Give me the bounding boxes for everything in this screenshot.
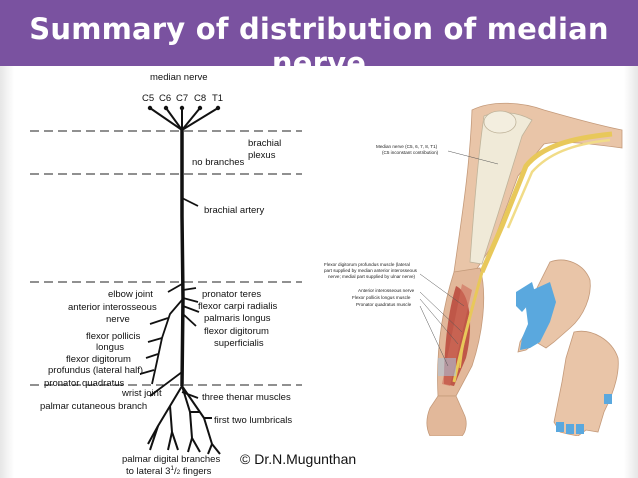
branch-brachial-artery <box>181 197 199 207</box>
label-brachial: brachial <box>248 138 281 149</box>
pointer-lines <box>419 150 499 367</box>
label-no-branches: no branches <box>192 157 245 168</box>
label-median-nerve-r1: Median nerve (C5, 6, 7, 8, T1) <box>376 144 438 149</box>
title-bar: Summary of distribution of median nerve <box>0 0 638 80</box>
thumb-sensory-palm <box>516 282 536 312</box>
label-palmaris-longus: palmaris longus <box>204 313 271 324</box>
label-palmar-digital-2e: fingers <box>180 466 211 476</box>
root-label: median nerve <box>150 72 208 83</box>
brachial-plexus-cords <box>506 138 611 229</box>
dorsal-view-hand <box>553 330 619 436</box>
label-ain-r: Anterior interosseous nerve <box>358 288 415 293</box>
label-fdp-r2: part supplied by median anterior interos… <box>324 268 418 273</box>
palmar-digital-branches <box>147 385 221 455</box>
left-edge-shadow <box>0 66 14 478</box>
label-wrist-joint: wrist joint <box>121 388 162 399</box>
root-c6: C6 <box>159 93 171 104</box>
label-fpl-r: Flexor pollicis longus muscle <box>352 295 411 300</box>
label-brachial-artery: brachial artery <box>204 205 264 216</box>
dorsal-skin <box>553 330 619 436</box>
thumb-tip-sensory <box>604 394 612 404</box>
label-fds-1: flexor digitorum <box>204 326 269 337</box>
label-pq-r: Pronator quadratus muscle <box>356 302 412 307</box>
root-c7: C7 <box>176 93 188 104</box>
label-fpl-1: flexor pollicis <box>86 331 141 342</box>
label-median-nerve-r2: (C5 inconstant contribution) <box>382 150 439 155</box>
label-palmar-cutaneous: palmar cutaneous branch <box>40 401 147 412</box>
label-elbow-joint: elbow joint <box>108 289 153 300</box>
anterior-interosseous-branch <box>139 299 183 385</box>
pronator-quadratus-area <box>438 358 456 376</box>
forearm-branches-right <box>182 287 200 327</box>
median-nerve-trunk <box>180 130 185 387</box>
root-c8: C8 <box>194 93 206 104</box>
fingertip-sensory-3 <box>576 424 584 434</box>
fingertip-sensory-2 <box>566 424 574 434</box>
label-fpl-2: longus <box>96 342 124 353</box>
root-t1: T1 <box>212 93 223 104</box>
label-flexor-carpi-radialis: flexor carpi radialis <box>198 301 277 312</box>
root-c5: C5 <box>142 93 154 104</box>
branch-elbow-joint <box>167 283 183 293</box>
label-fdp-r1: Flexor digitorum profundus muscle (later… <box>324 262 410 267</box>
label-palmar-digital-2a: to lateral 3 <box>126 466 170 476</box>
fingertip-sensory-1 <box>556 422 564 432</box>
label-plexus: plexus <box>248 150 276 161</box>
author-credit: © Dr.N.Mugunthan <box>240 451 357 467</box>
label-fds-2: superficialis <box>214 338 264 349</box>
anatomical-arm-illustration: Median nerve (C5, 6, 7, 8, T1) (C5 incon… <box>324 102 623 436</box>
label-first-two-lumbricals: first two lumbricals <box>214 415 292 426</box>
label-fdp-1: flexor digitorum <box>66 354 131 365</box>
label-anterior-interosseous-nerve: nerve <box>106 314 130 325</box>
label-palmar-digital-2c: / <box>174 466 177 476</box>
label-fdp-2: profundus (lateral half) <box>48 365 143 376</box>
label-palmar-digital-2: to lateral 31/2 fingers <box>126 465 212 476</box>
label-three-thenar: three thenar muscles <box>202 392 291 403</box>
label-fdp-r3: nerve; medial part supplied by ulnar ner… <box>328 274 416 279</box>
humeral-head <box>483 110 517 134</box>
palm-view-hand <box>516 259 591 353</box>
root-dots <box>147 105 221 111</box>
label-palmar-digital-2b: 1 <box>170 465 174 472</box>
label-palmar-digital-1: palmar digital branches <box>122 454 220 465</box>
label-palmar-digital-2d: 2 <box>177 469 181 476</box>
anterior-interosseous-nerve <box>459 305 473 369</box>
hand-skin <box>426 395 467 436</box>
median-nerve-upper <box>479 131 613 273</box>
slide-title: Summary of distribution of median nerve <box>29 12 609 80</box>
label-anterior-interosseous: anterior interosseous <box>68 302 157 313</box>
median-nerve-schematic: median nerve C5 C6 C7 C8 T1 <box>30 72 302 476</box>
label-pronator-quadratus: pronator quadratus <box>44 378 125 389</box>
label-pronator-teres: pronator teres <box>202 289 261 300</box>
nerve-roots <box>149 107 219 131</box>
right-edge-shadow <box>624 66 638 478</box>
branch-palmar-cutaneous <box>149 371 183 397</box>
